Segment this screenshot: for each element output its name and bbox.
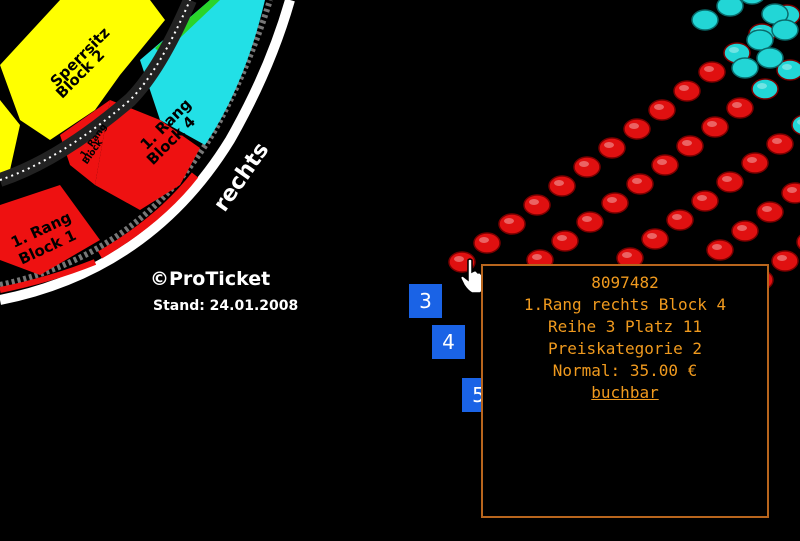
seat[interactable] [731,57,759,79]
block-rang-4[interactable] [95,100,200,210]
seat[interactable] [751,78,779,100]
seat-highlight [454,256,464,262]
seat-highlight [657,159,667,165]
seat[interactable] [666,209,694,231]
seat-highlight [722,176,732,182]
seat[interactable] [576,211,604,233]
seat[interactable] [498,213,526,235]
arena-plan-left: Sperrsitz Block 2 1. Rang Block 4 1. Ran… [0,0,295,305]
seat-highlight [557,235,567,241]
seat[interactable] [691,190,719,212]
seat-highlight [787,187,797,193]
seat-highlight [762,206,772,212]
seat-highlight [782,64,792,70]
seat-highlight [604,142,614,148]
proticket-logo: ©ProTicket [150,268,271,290]
seat[interactable] [766,133,794,155]
seat-highlight [529,199,539,205]
seat[interactable] [651,154,679,176]
seat[interactable] [573,156,601,178]
seat-highlight [777,255,787,261]
seat[interactable] [701,116,729,138]
seat-highlight [579,161,589,167]
seat-highlight [647,233,657,239]
seat-highlight [704,66,714,72]
tooltip-price: Normal: 35.00 € [552,361,698,380]
seat[interactable] [551,230,579,252]
block-sperrsitz-2[interactable] [0,0,165,140]
seat-highlight [737,225,747,231]
seat[interactable] [548,175,576,197]
seat[interactable] [756,47,784,69]
seat[interactable] [781,182,800,204]
seat[interactable] [739,0,765,5]
seat[interactable] [676,135,704,157]
seat-highlight [729,47,739,53]
seat-rows[interactable] [448,0,800,291]
seat[interactable] [771,250,799,272]
seat-highlight [679,85,689,91]
seat[interactable] [741,152,769,174]
seat[interactable] [691,9,719,31]
seat-highlight [797,119,800,125]
tooltip-buchbar-link[interactable]: buchbar [591,383,659,402]
seat[interactable] [641,228,669,250]
seat-highlight [757,83,767,89]
seat[interactable] [698,61,726,83]
seat-highlight [607,197,617,203]
seat[interactable] [746,29,774,51]
seat-highlight [654,104,664,110]
stand-date: Stand: 24.01.2008 [153,298,299,314]
seat[interactable] [731,220,759,242]
seat-highlight [532,254,542,260]
seat[interactable] [523,194,551,216]
seat[interactable] [601,192,629,214]
seat-highlight [582,216,592,222]
seat-highlight [712,244,722,250]
seat[interactable] [796,232,800,252]
seat-highlight [772,138,782,144]
seat-highlight [707,121,717,127]
seat[interactable] [726,97,754,119]
seat[interactable] [716,171,744,193]
seat[interactable] [623,118,651,140]
seat[interactable] [706,239,734,261]
tooltip-row-seat: Reihe 3 Platz 11 [547,317,703,336]
seat-highlight [504,218,514,224]
seat-highlight [732,102,742,108]
tooltip-price-category: Preiskategorie 2 [547,339,703,358]
seat[interactable] [648,99,676,121]
block-rang-1[interactable] [0,185,100,275]
seat[interactable] [791,114,800,136]
seat-highlight [632,178,642,184]
seat[interactable] [673,80,701,102]
seat-highlight [747,157,757,163]
seat[interactable] [771,19,799,41]
seat[interactable] [473,232,501,254]
row-tag-4[interactable]: 4 [432,325,465,359]
seat-highlight [682,140,692,146]
tooltip-section: 1.Rang rechts Block 4 [523,295,727,314]
row-tag-3[interactable]: 3 [409,284,442,318]
seat[interactable] [598,137,626,159]
seat[interactable] [776,59,800,81]
seat-highlight [672,214,682,220]
seat-highlight [629,123,639,129]
seat-highlight [622,252,632,258]
seat-tooltip: 8097482 1.Rang rechts Block 4 Reihe 3 Pl… [481,264,769,518]
seat-highlight [479,237,489,243]
seat[interactable] [756,201,784,223]
seat-highlight [554,180,564,186]
tooltip-seat-id: 8097482 [591,273,659,292]
seat-highlight [697,195,707,201]
seat[interactable] [626,173,654,195]
seat[interactable] [716,0,744,17]
